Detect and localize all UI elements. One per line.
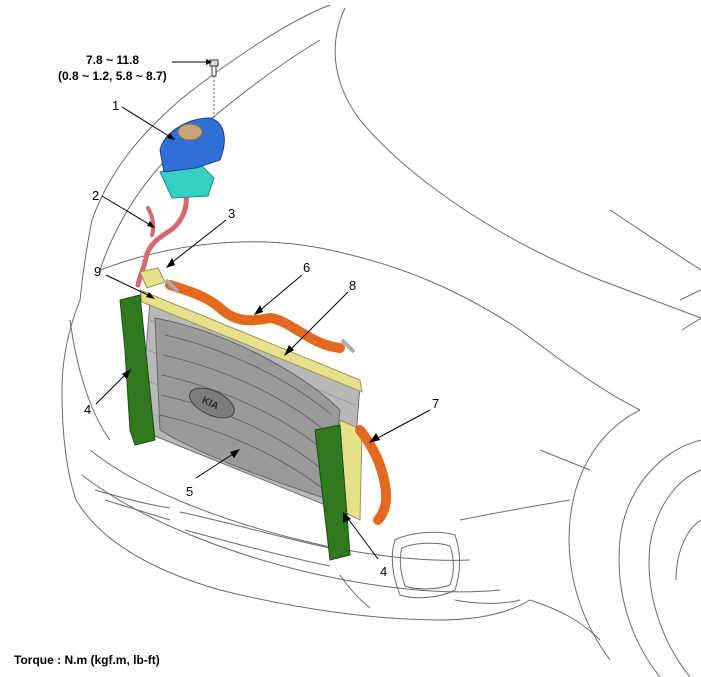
air-guard-right — [314, 424, 351, 561]
callout-1: 1 — [112, 98, 119, 113]
radiator-filler-neck — [139, 267, 166, 289]
lower-hose — [355, 425, 392, 525]
vehicle-outline — [61, 4, 701, 677]
callout-8: 8 — [349, 278, 356, 293]
upper-hose — [165, 280, 345, 353]
leader-lines — [95, 59, 431, 560]
radiator-assembly: KIA — [139, 289, 363, 521]
reservoir-cap — [177, 123, 203, 141]
torque-spec-line2: (0.8 ~ 1.2, 5.8 ~ 8.7) — [58, 69, 167, 83]
kia-emblem — [189, 387, 235, 419]
mounting-bolt — [209, 59, 219, 118]
callout-3: 3 — [228, 206, 235, 221]
torque-spec-line1: 7.8 ~ 11.8 — [86, 53, 139, 67]
hose-clamp-2 — [340, 338, 356, 354]
torque-unit-footnote: Torque : N.m (kgf.m, lb-ft) — [14, 653, 160, 667]
callout-2: 2 — [92, 188, 99, 203]
callout-4-right: 4 — [380, 564, 387, 579]
hose-clamp-1 — [164, 278, 180, 294]
upper-tank — [139, 289, 363, 393]
reservoir-tank — [159, 117, 225, 199]
callout-7: 7 — [432, 396, 439, 411]
callout-5: 5 — [186, 484, 193, 499]
callout-6: 6 — [303, 260, 310, 275]
callout-9: 9 — [94, 264, 101, 279]
callout-4-left: 4 — [84, 402, 91, 417]
air-guard-left — [119, 294, 156, 446]
